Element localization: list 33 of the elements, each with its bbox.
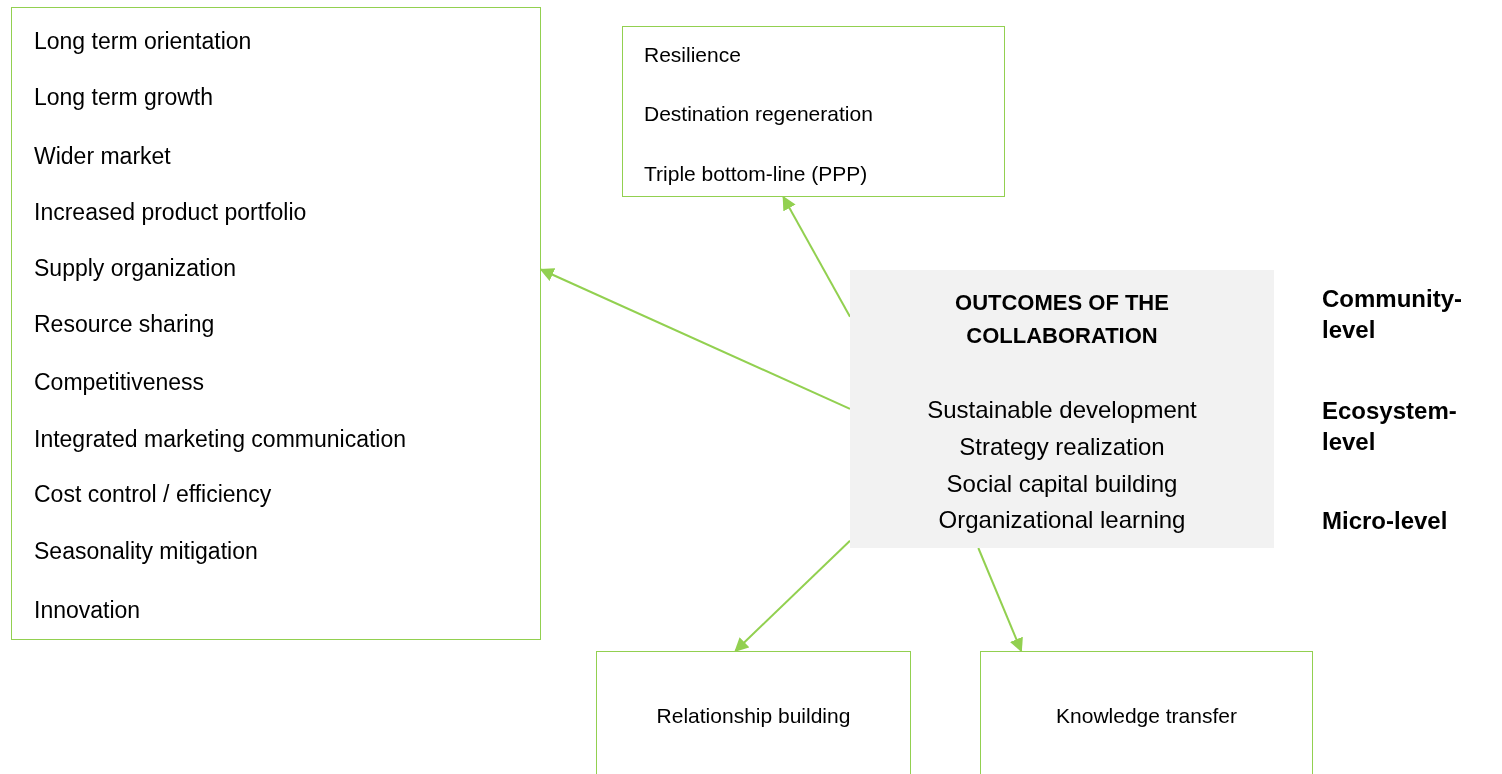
outcome-item: Long term orientation [34, 28, 252, 55]
outcome-item: Supply organization [34, 255, 237, 282]
outcome-box [622, 26, 1005, 197]
outcome-item: Destination regeneration [644, 102, 873, 126]
outcome-item: Seasonality mitigation [34, 538, 258, 565]
level-label: Micro-level [1322, 506, 1449, 536]
arrow [977, 547, 1023, 653]
arrow [782, 195, 851, 318]
outcome-box [11, 7, 541, 640]
outcome-item: Resilience [644, 43, 741, 67]
outcome-box [596, 651, 911, 774]
outcome-box [980, 651, 1313, 774]
outcome-item: Organizational learning [938, 506, 1186, 534]
arrow [539, 268, 851, 410]
outcome-item: Wider market [34, 143, 171, 170]
outcome-item: Social capital building [946, 470, 1178, 498]
outcome-panel [850, 270, 1274, 548]
outcome-item: Sustainable development [927, 396, 1197, 424]
outcome-item: Long term growth [34, 84, 213, 111]
outcome-item: Resource sharing [34, 311, 215, 338]
outcome-item: Innovation [34, 597, 141, 624]
outcome-item: Strategy realization [959, 433, 1165, 461]
outcome-item: Competitiveness [34, 369, 205, 396]
outcome-item: Knowledge transfer [1056, 704, 1237, 728]
outcome-item: Increased product portfolio [34, 199, 307, 226]
outcome-item: Triple bottom-line (PPP) [644, 162, 868, 186]
arrow [734, 539, 851, 652]
outcome-item: Relationship building [656, 704, 851, 728]
outcome-item: Integrated marketing communication [34, 426, 407, 453]
level-label: Community-level [1322, 284, 1463, 346]
level-label: Ecosystem-level [1322, 396, 1458, 458]
outcome-item: Cost control / efficiency [34, 481, 272, 508]
panel-heading: OUTCOMES OF THE COLLABORATION [954, 289, 1170, 350]
